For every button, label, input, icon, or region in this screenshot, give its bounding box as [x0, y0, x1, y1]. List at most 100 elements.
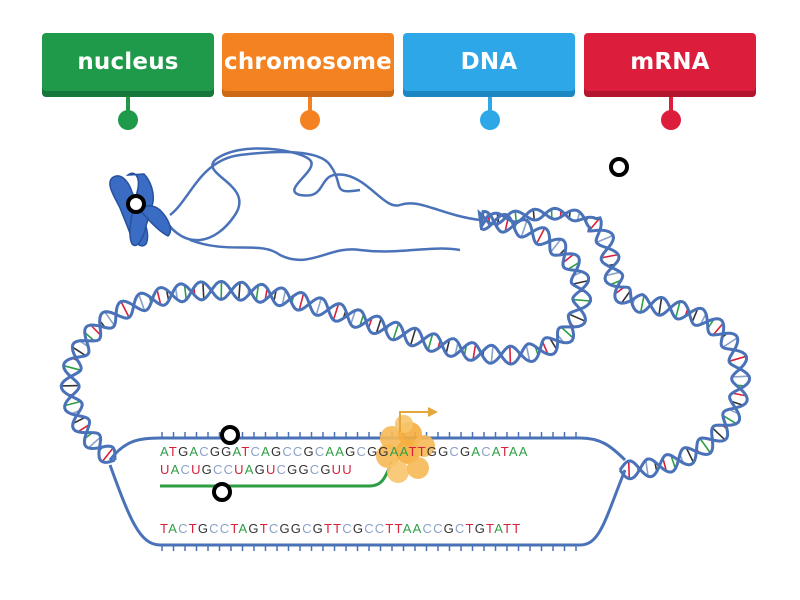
base-pair-rung: [620, 290, 631, 304]
base-letter: T: [418, 444, 427, 459]
base-letter: C: [178, 521, 189, 536]
base-letter: C: [356, 444, 367, 459]
direction-arrow: [399, 411, 430, 432]
base-letter: A: [519, 444, 529, 459]
base-pair-rung: [87, 436, 102, 449]
pin-dot-dna[interactable]: [480, 110, 500, 130]
base-pair-rung: [658, 297, 663, 316]
base-letter: A: [494, 521, 503, 536]
label-tile-nucleus[interactable]: nucleus: [42, 33, 214, 97]
transcription-bubble-outline: [108, 436, 627, 462]
base-letter: C: [302, 521, 313, 536]
base-letter: G: [248, 521, 259, 536]
base-pair-rung: [562, 253, 575, 264]
base-pair-rung: [427, 333, 434, 351]
base-pair-rung: [605, 271, 621, 277]
base-letter: T: [501, 444, 509, 459]
base-letter: C: [315, 444, 326, 459]
base-letter: G: [202, 462, 213, 477]
label-tile-mrna[interactable]: mRNA: [584, 33, 756, 97]
base-pair-rung: [722, 414, 737, 425]
base-letter: T: [395, 521, 403, 536]
base-letter: A: [403, 521, 413, 536]
base-letter: C: [213, 462, 224, 477]
base-pair-rung: [596, 234, 614, 244]
base-pair-rung: [535, 227, 546, 245]
base-pair-rung: [627, 460, 631, 479]
base-letter: A: [160, 444, 169, 459]
base-letter: G: [279, 521, 290, 536]
base-letter: C: [481, 444, 492, 459]
base-pair-rung: [392, 322, 400, 341]
pin-stem-dna: [488, 97, 492, 113]
base-letter: A: [413, 521, 423, 536]
base-pair-rung: [722, 337, 738, 348]
base-letter: T: [408, 444, 417, 459]
base-letter: A: [261, 444, 271, 459]
pin-dot-chromosome[interactable]: [300, 110, 320, 130]
base-pair-rung: [238, 282, 241, 300]
base-letter: T: [169, 444, 178, 459]
base-letter: C: [199, 444, 210, 459]
base-letter: A: [509, 444, 519, 459]
label-tile-chromosome[interactable]: chromosome: [222, 33, 394, 97]
base-pair-rung: [572, 298, 591, 302]
dna-thread-lower: [189, 238, 461, 262]
base-pair-rung: [541, 341, 549, 355]
base-pair-rung: [409, 328, 417, 346]
base-letter: C: [251, 444, 262, 459]
pin-stem-mrna: [669, 97, 673, 113]
drop-target-dna[interactable]: [220, 425, 240, 445]
base-letter: U: [342, 462, 353, 477]
base-pair-rung: [699, 438, 712, 454]
base-letter: G: [298, 462, 309, 477]
base-letter: C: [224, 462, 235, 477]
base-letter: C: [433, 521, 444, 536]
pin-dot-nucleus[interactable]: [118, 110, 138, 130]
base-pair-rung: [183, 284, 188, 300]
base-letter: T: [333, 521, 342, 536]
base-pair-rung: [137, 293, 146, 311]
base-pair-rung: [674, 301, 681, 319]
base-letter: G: [367, 444, 378, 459]
base-letter: G: [291, 521, 302, 536]
base-letter: C: [293, 444, 304, 459]
base-pair-rung: [514, 211, 518, 222]
base-letter: G: [320, 462, 331, 477]
base-pair-rung: [490, 345, 494, 364]
base-letter: T: [241, 444, 250, 459]
label-tile-dna[interactable]: DNA: [403, 33, 575, 97]
base-pair-rung: [72, 416, 86, 425]
drop-target-nucleus[interactable]: [609, 157, 629, 177]
drop-target-chromosome[interactable]: [126, 194, 146, 214]
drop-target-mrna[interactable]: [212, 482, 232, 502]
base-letter: T: [385, 521, 394, 536]
base-letter: C: [220, 521, 231, 536]
base-letter: C: [342, 521, 353, 536]
base-letter: C: [310, 462, 321, 477]
base-letter: C: [455, 521, 466, 536]
pin-stem-chromosome: [308, 97, 312, 113]
base-letter: G: [460, 444, 471, 459]
base-letter: G: [353, 521, 364, 536]
base-letter: T: [503, 521, 512, 536]
base-letter: G: [345, 444, 356, 459]
base-pair-rung: [691, 308, 699, 323]
base-pair-rung: [281, 289, 287, 306]
pin-dot-mrna[interactable]: [661, 110, 681, 130]
base-pair-rung: [711, 427, 726, 441]
base-letter: T: [189, 521, 198, 536]
base-letter: U: [234, 462, 245, 477]
label-text-dna: DNA: [403, 33, 575, 91]
base-letter: U: [191, 462, 202, 477]
base-ticks: [161, 432, 577, 551]
base-letter: G: [444, 521, 455, 536]
label-text-nucleus: nucleus: [42, 33, 214, 91]
base-letter: U: [266, 462, 277, 477]
base-letter: A: [232, 444, 241, 459]
base-letter: A: [400, 444, 409, 459]
base-pair-rung: [315, 297, 323, 316]
base-letter: A: [471, 444, 481, 459]
mrna-sequence: UACUGCCUAGUCGGCGUU: [160, 462, 353, 477]
base-letter: G: [178, 444, 189, 459]
